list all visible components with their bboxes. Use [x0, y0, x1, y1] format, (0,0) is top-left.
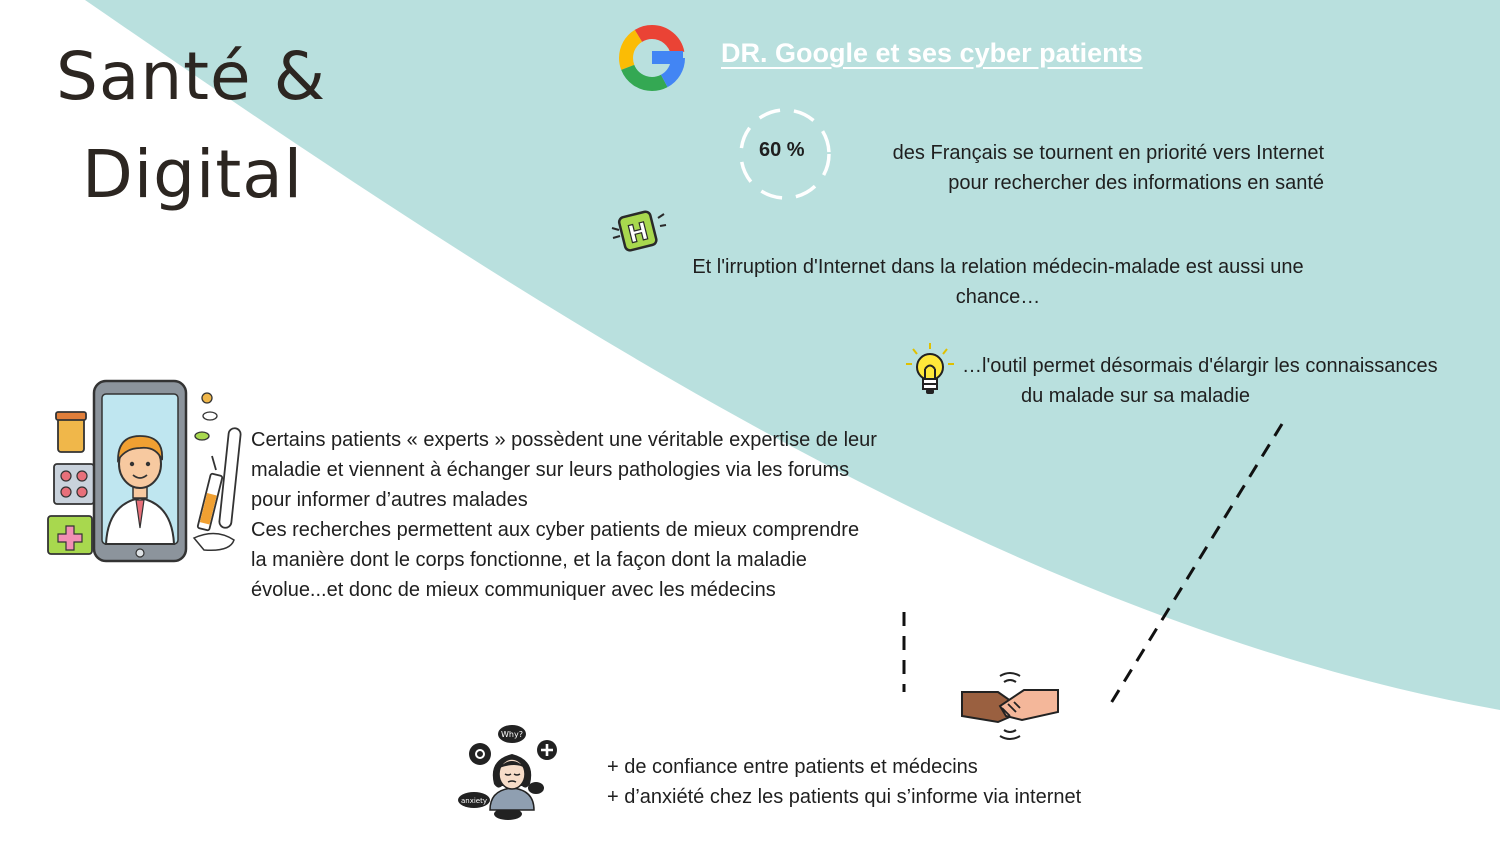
outcome-trust: + de confiance entre patients et médecin… [607, 756, 978, 778]
outcome-anxiety: + d’anxiété chez les patients qui s’info… [607, 786, 1082, 808]
irruption-line-1: Et l'irruption d'Internet dans la relati… [692, 256, 1304, 278]
section-heading: DR. Google et ses cyber patients [721, 38, 1143, 68]
handshake-icon [961, 672, 1059, 740]
stat-text: des Français se tournent en priorité ver… [820, 138, 1324, 198]
experts-line-3: pour informer d’autres malades [251, 489, 528, 511]
stat-line-2: pour rechercher des informations en sant… [948, 172, 1324, 194]
irruption-line-2: chance… [955, 286, 1041, 308]
dashed-connector-right [1106, 423, 1284, 709]
lightbulb-icon [906, 343, 954, 394]
tool-line-2: du malade sur sa maladie [1021, 385, 1251, 407]
why-bubble-label: Why? [501, 730, 523, 739]
tool-line-1: …l'outil permet désormais d'élargir les … [962, 355, 1438, 377]
outcomes-text: + de confiance entre patients et médecin… [607, 752, 1227, 812]
experts-paragraph: Certains patients « experts » possèdent … [251, 425, 991, 605]
page-title: Santé & Digital [56, 28, 376, 224]
tool-text: …l'outil permet désormais d'élargir les … [962, 351, 1500, 411]
experts-line-2: maladie et viennent à échanger sur leurs… [251, 459, 850, 481]
teal-curve-shape [85, 0, 1500, 710]
title-line-2: Digital [82, 136, 304, 213]
doctor-phone-icon [47, 379, 242, 563]
anxiety-bubble-label: anxiety [461, 797, 487, 805]
dashed-stat-ring [739, 108, 831, 200]
anxious-person-icon: Why? anxiety [458, 725, 557, 820]
irruption-text: Et l'irruption d'Internet dans la relati… [630, 252, 1366, 312]
title-line-1: Santé & [56, 38, 327, 115]
experts-line-1: Certains patients « experts » possèdent … [251, 429, 877, 451]
google-icon [619, 25, 685, 91]
hospital-h-icon: H [611, 210, 667, 252]
stat-line-1: des Français se tournent en priorité ver… [892, 142, 1324, 164]
experts-line-6: évolue...et donc de mieux communiquer av… [251, 579, 776, 601]
stat-percentage: 60 % [759, 139, 805, 161]
experts-line-4: Ces recherches permettent aux cyber pati… [251, 519, 860, 541]
experts-line-5: la manière dont le corps fonctionne, et … [251, 549, 807, 571]
